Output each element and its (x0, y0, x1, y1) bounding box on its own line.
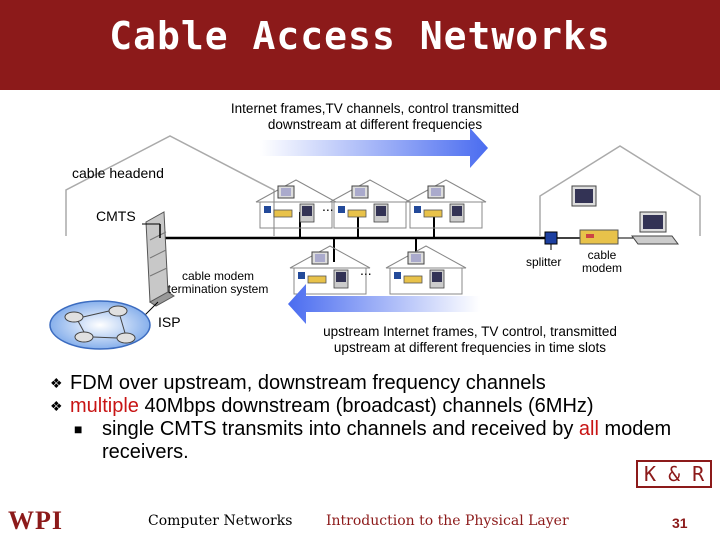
cable-headend-label: cable headend (72, 165, 164, 181)
cmts-label: CMTS (96, 208, 136, 224)
footer-course: Computer Networks (148, 513, 293, 529)
home-computer (571, 185, 679, 245)
isp-cloud (49, 300, 151, 350)
bullet-text-2: 40Mbps downstream (broadcast) channels (… (138, 395, 594, 417)
splitter-box (544, 231, 558, 245)
headend-outline (65, 135, 275, 236)
bullet-text-1: FDM over upstream, downstream frequency … (70, 372, 546, 394)
upstream-arrow (288, 284, 480, 324)
bullet-item-1: ❖ FDM over upstream, downstream frequenc… (50, 372, 710, 395)
cmts-rack (145, 211, 175, 307)
home-modem-line-2: modem (581, 261, 622, 275)
isp-label: ISP (158, 314, 181, 330)
sub-bullet-highlight: all (578, 418, 599, 440)
home-cable-modem (579, 229, 619, 245)
ellipsis-lower: ... (360, 262, 372, 278)
upstream-caption: upstream Internet frames, TV control, tr… (270, 324, 670, 356)
bullet-highlight-2: multiple (70, 395, 139, 417)
downstream-arrow (260, 128, 488, 168)
cmts-full-line-1: cable modem (181, 269, 255, 283)
page-number: 31 (672, 515, 688, 531)
subscriber-house-4 (289, 245, 371, 295)
slide-title: Cable Access Networks (109, 14, 611, 58)
downstream-caption-line-1: Internet frames,TV channels, control tra… (230, 101, 520, 116)
cmts-full-line-2: termination system (167, 282, 269, 296)
splitter-label: splitter (526, 255, 562, 269)
subscriber-house-3 (405, 179, 487, 229)
upstream-caption-line-1: upstream Internet frames, TV control, tr… (323, 324, 617, 339)
home-modem-label: cable modem (574, 249, 630, 275)
title-bar (0, 0, 720, 90)
diamond-bullet-icon: ❖ (50, 398, 63, 414)
diamond-bullet-icon: ❖ (50, 375, 63, 391)
square-bullet-icon: ■ (74, 421, 83, 437)
subscriber-house-2 (329, 179, 411, 229)
downstream-caption: Internet frames,TV channels, control tra… (170, 101, 580, 133)
sub-bullet-prefix: single CMTS transmits into channels and … (102, 418, 579, 440)
subscriber-house-5 (385, 245, 467, 295)
sub-bullet-suffix: modem receivers. (102, 418, 672, 463)
upstream-caption-line-2: upstream at different frequencies in tim… (333, 340, 607, 355)
sub-bullet-item: ■ single CMTS transmits into channels an… (50, 418, 710, 464)
ellipsis-upper: ... (322, 198, 334, 214)
downstream-caption-line-2: downstream at different frequencies (267, 117, 483, 132)
bullet-item-2: ❖ multiple 40Mbps downstream (broadcast)… (50, 395, 710, 418)
bullet-list: ❖ FDM over upstream, downstream frequenc… (50, 372, 710, 464)
kr-badge: K & R (636, 460, 713, 488)
wpi-logo: WPI (8, 506, 63, 535)
home-outline (539, 145, 701, 236)
cmts-full-label: cable modem termination system (150, 270, 286, 296)
home-modem-line-1: cable (587, 248, 617, 262)
footer-topic: Introduction to the Physical Layer (326, 513, 569, 529)
